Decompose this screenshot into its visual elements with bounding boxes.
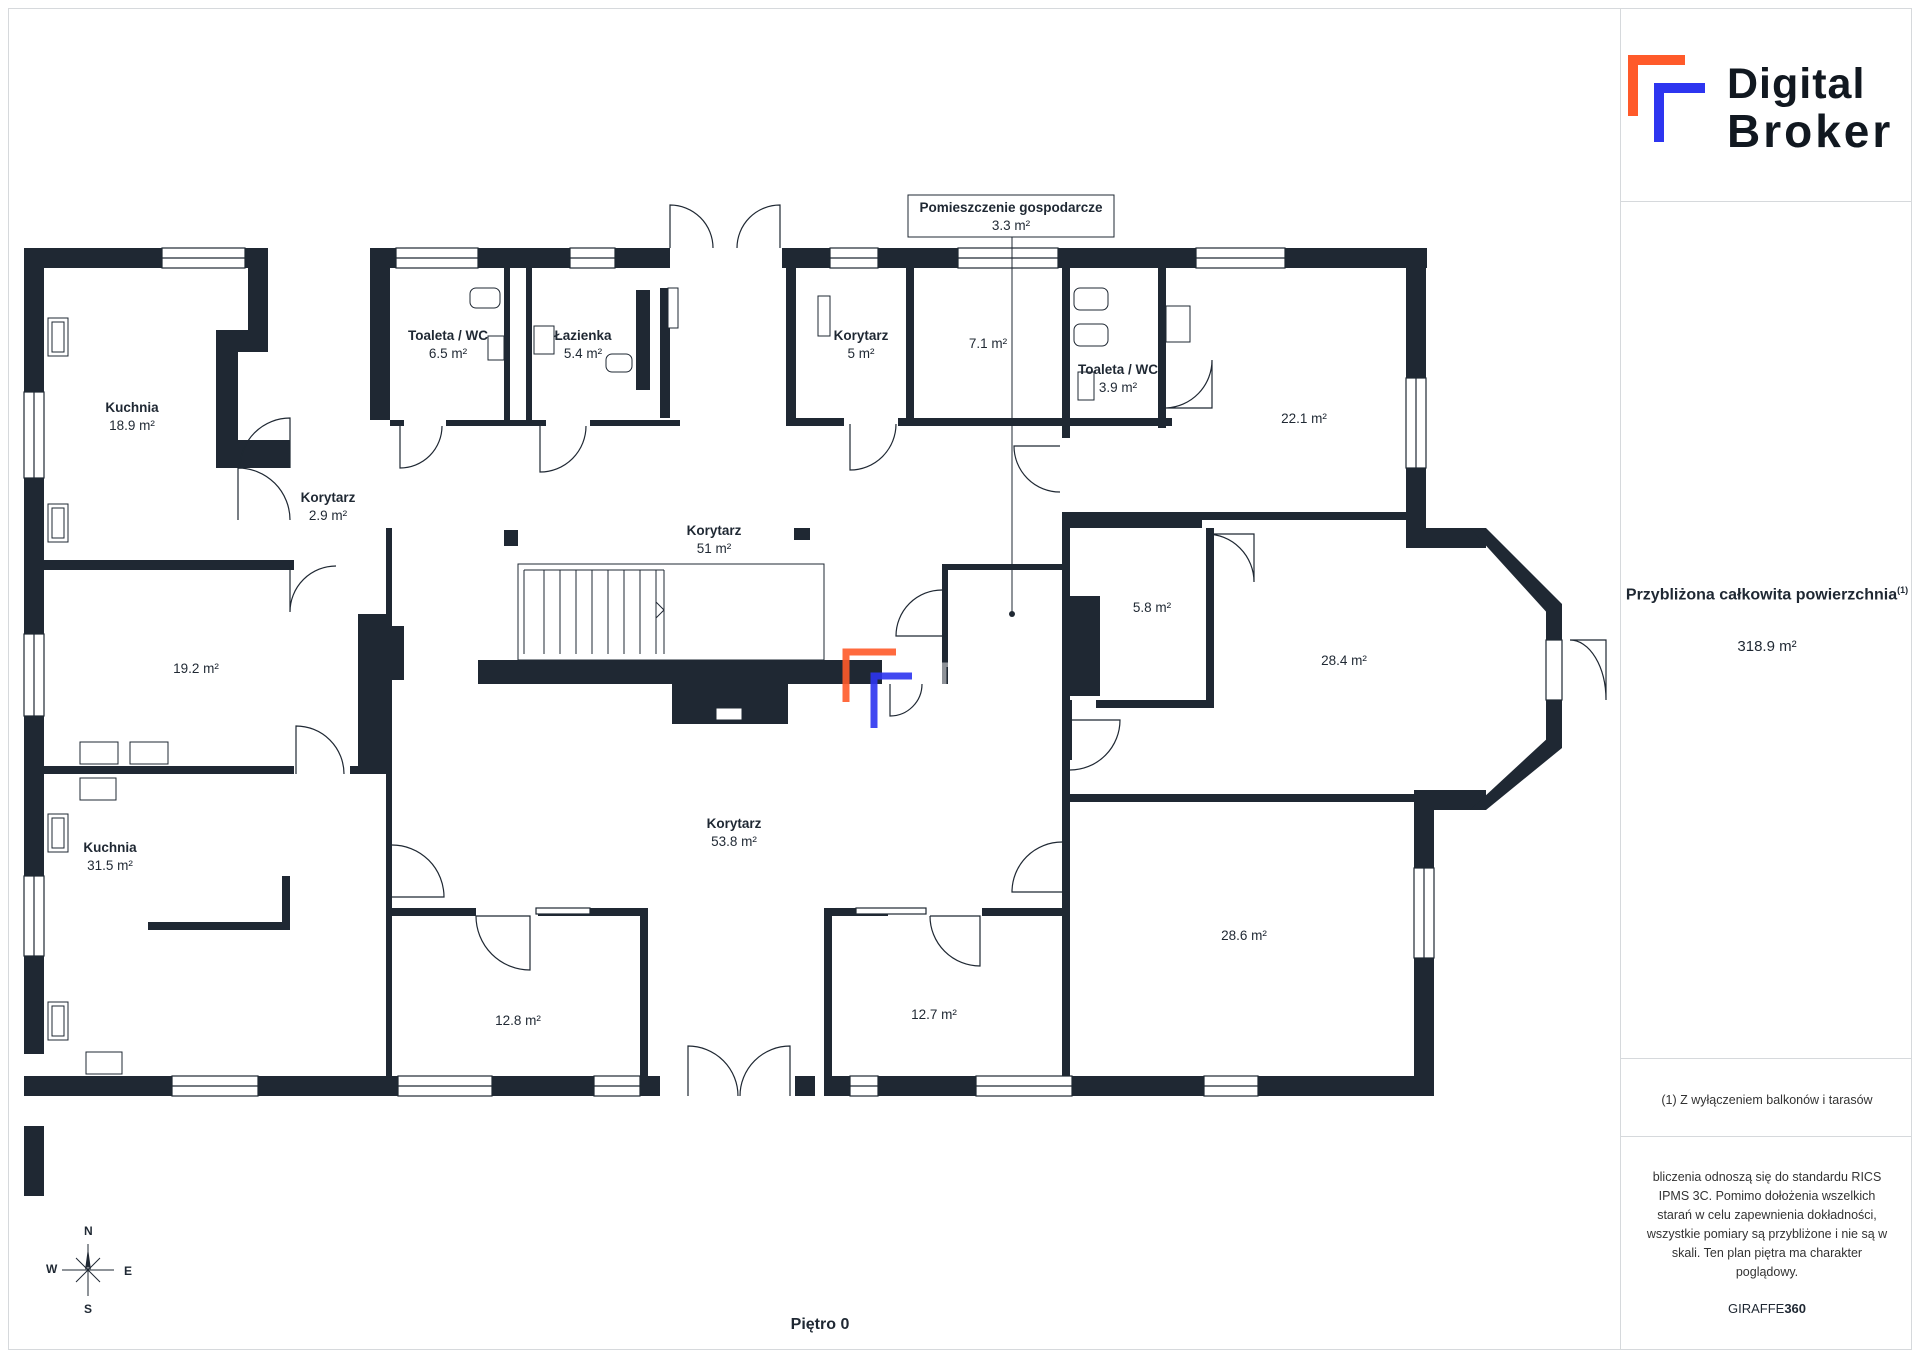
floor-plan: Pomieszczenie gospodarcze 3.3 m² Digital…	[23, 194, 1607, 1196]
room-name: Kuchnia	[83, 840, 137, 855]
room-name: Kuchnia	[105, 400, 159, 415]
room-area: 5.4 m²	[564, 346, 603, 361]
room-name: Toaleta / WC	[1078, 362, 1158, 377]
compass-rose-icon	[62, 1244, 114, 1296]
room-name: Korytarz	[707, 816, 762, 831]
room-area: 5.8 m²	[1133, 600, 1172, 615]
page-frame	[8, 8, 1912, 1350]
info-sidebar: Digital Broker Przybliżona całkowita pow…	[1620, 8, 1912, 1350]
floor-label: Piętro 0	[790, 1316, 850, 1333]
total-area-superscript: (1)	[1897, 585, 1909, 595]
room-area: 31.5 m²	[87, 858, 133, 873]
plan-walls	[24, 248, 1562, 1196]
compass: N S W E	[46, 1224, 132, 1316]
callout-area: 3.3 m²	[992, 218, 1031, 233]
sidebar-divider	[1621, 1058, 1912, 1059]
room-area: 2.9 m²	[309, 508, 348, 523]
room-area: 12.8 m²	[495, 1013, 541, 1028]
room-area: 28.4 m²	[1321, 653, 1367, 668]
room-area: 51 m²	[697, 541, 732, 556]
room-area: 6.5 m²	[429, 346, 468, 361]
room-area: 5 m²	[848, 346, 876, 361]
total-area-label: Przybliżona całkowita powierzchnia(1)	[1621, 578, 1913, 607]
compass-n: N	[84, 1224, 93, 1238]
plan-windows	[23, 247, 1563, 1097]
brand-line1: Digital	[1727, 60, 1866, 108]
giraffe-number: 360	[1784, 1301, 1807, 1316]
giraffe-text: GIRAFFE	[1727, 1301, 1785, 1316]
footnote: (1) Z wyłączeniem balkonów i tarasów	[1661, 1093, 1873, 1107]
room-area: 3.9 m²	[1099, 380, 1138, 395]
storage-callout: Pomieszczenie gospodarcze 3.3 m²	[907, 194, 1115, 617]
room-area: 22.1 m²	[1281, 411, 1327, 426]
room-name: Korytarz	[834, 328, 889, 343]
fixtures	[47, 287, 1191, 1075]
giraffe360-credit: GIRAFFE360	[1621, 1301, 1913, 1316]
watermark-text: Digital	[938, 655, 1060, 699]
brand-mark-icon	[1628, 55, 1705, 142]
disclaimer: bliczenia odnoszą się do standardu RICS …	[1646, 1170, 1888, 1279]
room-labels: Kuchnia 18.9 m² Toaleta / WC 6.5 m² Łazi…	[83, 328, 1367, 1028]
compass-e: E	[124, 1264, 133, 1278]
room-area: 53.8 m²	[711, 834, 757, 849]
room-area: 28.6 m²	[1221, 928, 1267, 943]
room-name: Korytarz	[301, 490, 356, 505]
sidebar-divider	[1621, 1136, 1912, 1137]
total-area-label-text: Przybliżona całkowita powierzchnia	[1625, 586, 1898, 604]
watermark: Digital	[842, 648, 1060, 728]
room-name: Toaleta / WC	[408, 328, 488, 343]
compass-s: S	[84, 1302, 93, 1316]
callout-name: Pomieszczenie gospodarcze	[919, 200, 1103, 215]
room-area: 7.1 m²	[969, 336, 1008, 351]
room-area: 19.2 m²	[173, 661, 219, 676]
total-area-value: 318.9 m²	[1737, 638, 1797, 655]
room-area: 18.9 m²	[109, 418, 155, 433]
plan-doors	[237, 204, 1607, 1097]
sidebar-divider	[1621, 201, 1912, 202]
room-name: Korytarz	[687, 523, 742, 538]
compass-w: W	[46, 1262, 58, 1276]
brand-logo: Digital Broker	[1621, 8, 1913, 203]
room-area: 12.7 m²	[911, 1007, 957, 1022]
brand-line2: Broker	[1727, 105, 1894, 157]
room-name: Łazienka	[554, 328, 612, 343]
stairs	[517, 563, 825, 661]
